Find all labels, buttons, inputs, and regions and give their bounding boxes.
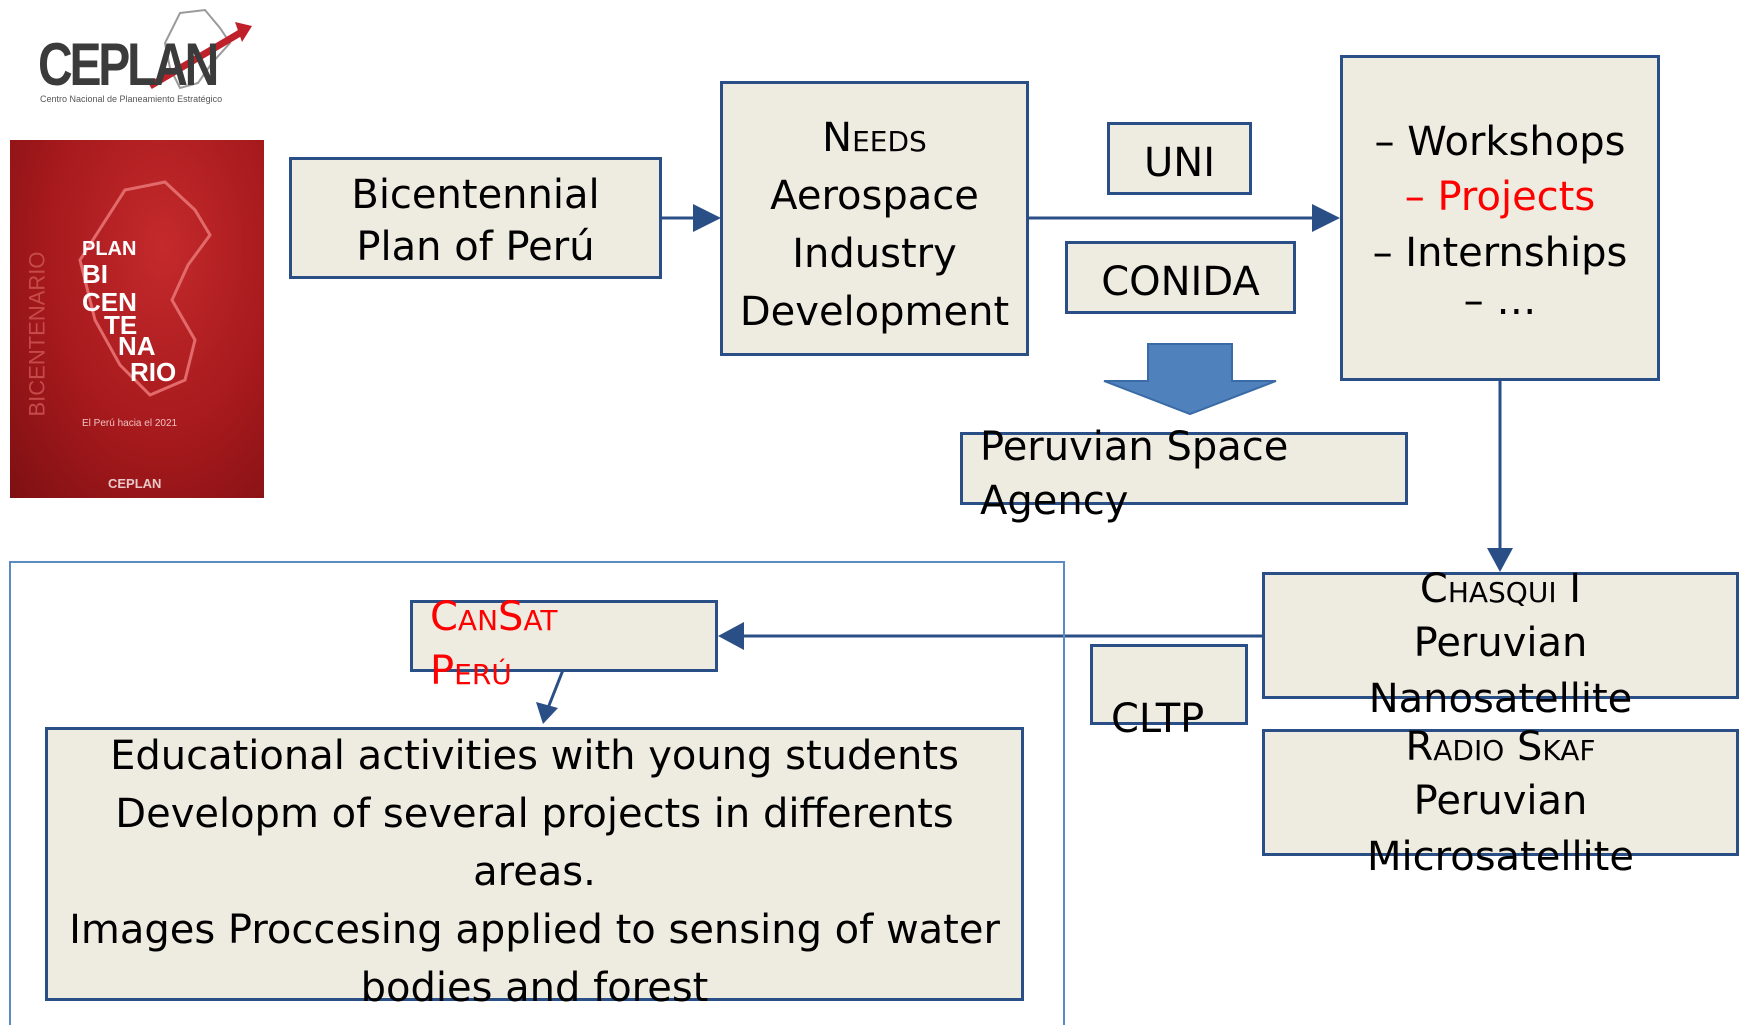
- education-line: areas.: [473, 849, 596, 895]
- radio-skaf-box: Radio Skaf Peruvian Microsatellite: [1262, 724, 1739, 880]
- needs-line: Development: [739, 289, 1010, 335]
- arrowhead: [693, 204, 721, 232]
- needs-line: Aerospace: [770, 173, 979, 219]
- arrowhead: [1312, 204, 1340, 232]
- education-group-frame: [9, 561, 1065, 1025]
- needs-box: Needs Aerospace Industry Development: [720, 81, 1029, 356]
- plan-bicentenario-cover: PLAN BI CEN TE NA RIO BICENTENARIO El Pe…: [10, 140, 264, 498]
- big-down-arrow: [1103, 343, 1277, 416]
- chasqui-box: Chasqui I Peruvian Nanosatellite: [1262, 566, 1739, 722]
- cover-line: TE: [104, 310, 138, 340]
- activity-more: – …: [1463, 278, 1537, 324]
- cover-title: PLAN BI CEN TE NA RIO: [82, 238, 176, 386]
- uni-box: UNI: [1107, 122, 1252, 195]
- cansat-box: CanSat Perú: [410, 594, 718, 694]
- arrowhead: [718, 622, 744, 650]
- arrowhead: [536, 702, 558, 724]
- conida-box: CONIDA: [1065, 241, 1296, 314]
- arrowhead: [1487, 548, 1513, 572]
- needs-title: Needs: [822, 115, 927, 161]
- conida-label: CONIDA: [1101, 259, 1260, 305]
- cover-line: BI: [82, 259, 108, 289]
- education-line: Educational activities with young studen…: [110, 733, 959, 779]
- cover-line: CEN: [82, 287, 137, 317]
- activity-workshops: – Workshops: [1374, 119, 1626, 165]
- cover-line: NA: [118, 331, 156, 361]
- chasqui-title: Chasqui I: [1419, 566, 1582, 612]
- agency-line: Peruvian Space: [980, 424, 1289, 470]
- logo-subtitle: Centro Nacional de Planeamiento Estratég…: [40, 94, 223, 104]
- cover-footer: CEPLAN: [108, 476, 162, 491]
- logo-wordmark: CEPLAN: [38, 31, 219, 98]
- activity-internships: – Internships: [1372, 230, 1628, 276]
- bicentennial-plan-box: Bicentennial Plan of Perú: [289, 157, 662, 279]
- bicentennial-line: Bicentennial: [351, 172, 600, 218]
- radio-line: Peruvian: [1413, 778, 1588, 824]
- cover-tagline: El Perú hacia el 2021: [82, 418, 178, 429]
- activities-box: – Workshops – Projects – Internships – …: [1340, 55, 1660, 381]
- radio-line: Microsatellite: [1367, 834, 1634, 880]
- space-agency-box: Peruvian Space Agency: [960, 424, 1408, 524]
- ceplan-logo: CEPLAN Centro Nacional de Planeamiento E…: [30, 8, 260, 108]
- education-box: Educational activities with young studen…: [45, 727, 1024, 1011]
- cover-line: PLAN: [82, 238, 137, 260]
- cover-line: RIO: [130, 357, 177, 387]
- chasqui-line: Peruvian: [1413, 620, 1588, 666]
- cltp-box: CLTP: [1090, 644, 1248, 742]
- cansat-line: CanSat: [430, 594, 558, 640]
- uni-label: UNI: [1144, 140, 1215, 186]
- cltp-label: CLTP: [1111, 696, 1205, 742]
- cansat-line: Perú: [430, 648, 512, 694]
- agency-line: Agency: [980, 478, 1129, 524]
- radio-title: Radio Skaf: [1405, 724, 1596, 770]
- education-line: Images Proccesing applied to sensing of …: [69, 907, 1000, 953]
- education-line: bodies and forest: [360, 965, 709, 1011]
- needs-line: Industry: [792, 231, 957, 277]
- activity-projects: – Projects: [1404, 174, 1596, 220]
- peru-map-icon: [148, 8, 252, 90]
- peru-outline-icon: [78, 180, 212, 397]
- chasqui-line: Nanosatellite: [1368, 676, 1633, 722]
- bicentennial-line: Plan of Perú: [356, 224, 595, 270]
- arrow-cansat-to-education: [546, 669, 565, 709]
- education-line: Developm of several projects in differen…: [115, 791, 954, 837]
